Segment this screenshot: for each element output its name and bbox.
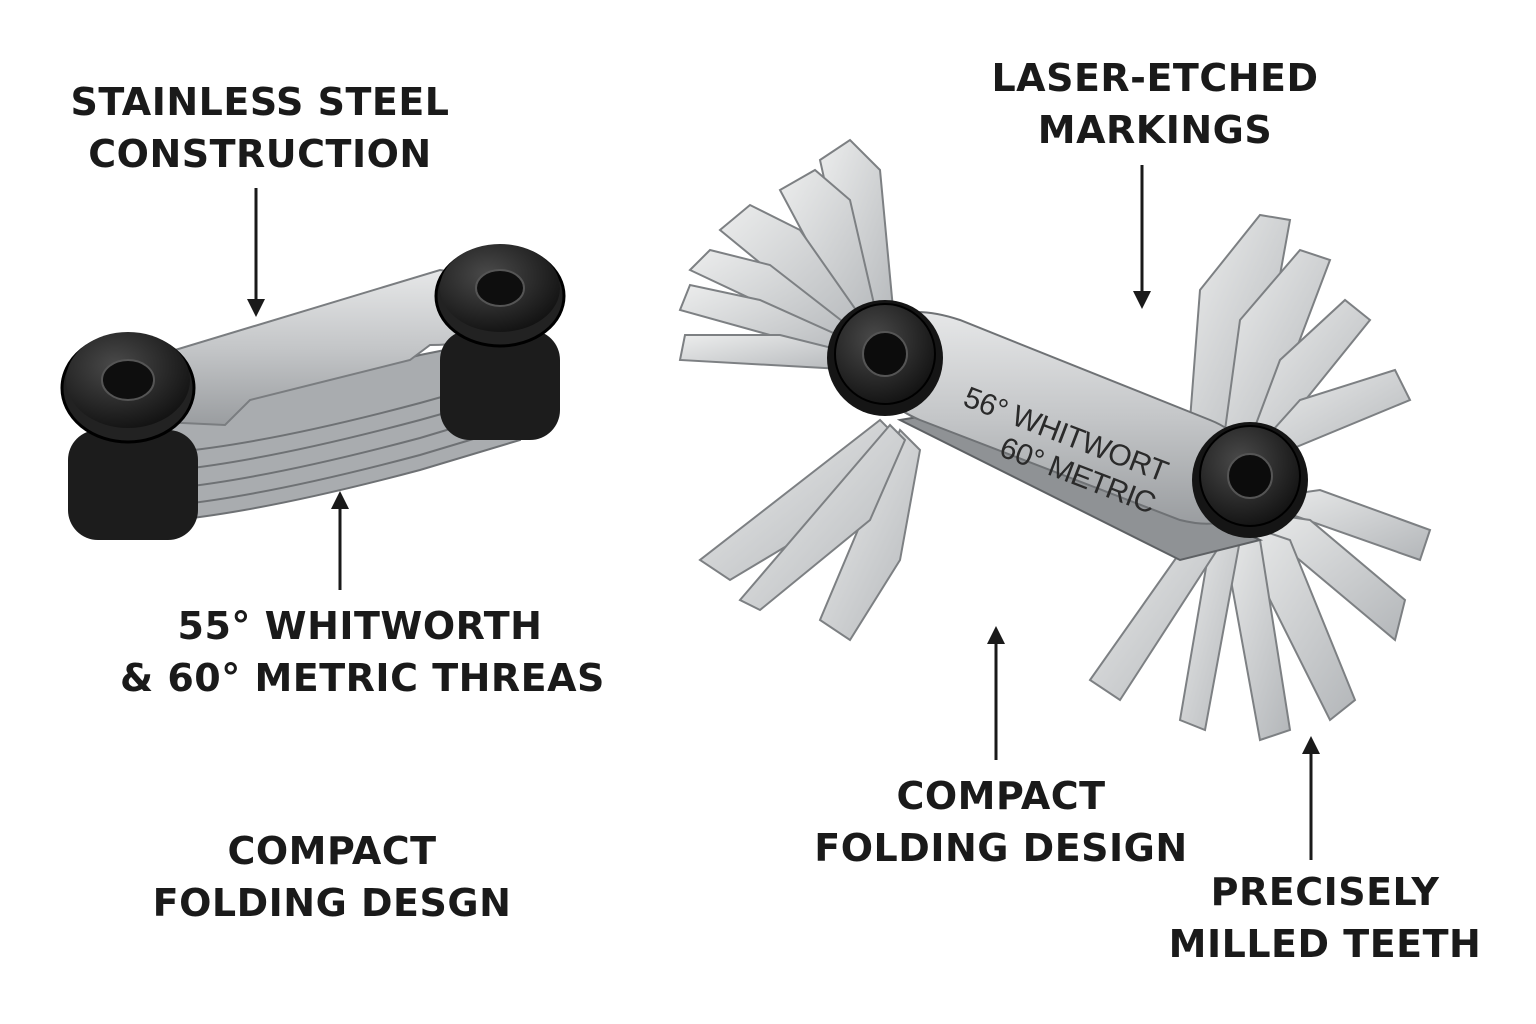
callout-stainless-steel: STAINLESS STEEL CONSTRUCTION	[62, 76, 458, 180]
callout-line: FOLDING DESGN	[152, 881, 512, 925]
callout-compact-left: COMPACT FOLDING DESGN	[140, 825, 524, 929]
callout-line: COMPACT	[227, 829, 437, 873]
callout-line: LASER-ETCHED	[991, 56, 1319, 100]
callout-line: STAINLESS STEEL	[70, 80, 450, 124]
callout-line: PRECISELY	[1210, 870, 1440, 914]
callout-line: COMPACT	[896, 774, 1106, 818]
callout-line: MILLED TEETH	[1168, 922, 1482, 966]
folded-thread-gauge	[60, 244, 566, 540]
callout-line: & 60° METRIC THREAS	[120, 656, 605, 700]
callout-line: FOLDING DESIGN	[814, 826, 1188, 870]
fanned-thread-gauge	[678, 138, 1432, 742]
callout-line: CONSTRUCTION	[88, 132, 432, 176]
callout-compact-right: COMPACT FOLDING DESIGN	[806, 770, 1196, 874]
callout-precisely-milled: PRECISELY MILLED TEETH	[1160, 866, 1490, 970]
callout-laser-etched: LASER-ETCHED MARKINGS	[968, 52, 1342, 156]
callout-whitworth-metric: 55° WHITWORTH & 60° METRIC THREAS	[120, 600, 605, 704]
callout-line: MARKINGS	[1037, 108, 1273, 152]
callout-line: 55° WHITWORTH	[177, 604, 543, 648]
